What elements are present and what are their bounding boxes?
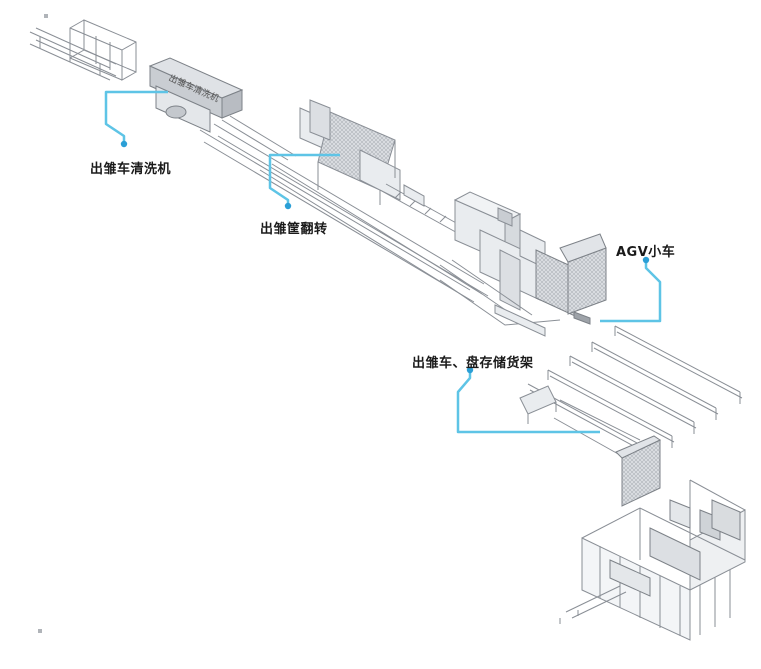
main-conveyor xyxy=(199,115,489,303)
infeed-frame-module xyxy=(69,19,137,81)
marker-dot xyxy=(38,629,42,633)
leader-dot-washer xyxy=(120,140,128,148)
callout-agv-label: AGV小车 xyxy=(616,245,676,260)
callout-storage-label: 出雏车、盘存储货架 xyxy=(412,356,534,371)
leader-dot-storage xyxy=(466,366,474,374)
marker-dot xyxy=(44,14,48,18)
agv-feed-conveyor xyxy=(439,259,561,337)
agv-panel-unit xyxy=(535,233,607,325)
flip-station xyxy=(299,99,401,205)
leader-flip xyxy=(268,153,340,204)
outfeed-rails xyxy=(559,585,627,624)
central-machine-cluster xyxy=(453,191,546,311)
leader-agv xyxy=(600,262,662,323)
washer-machine: 出雏车清洗机 xyxy=(148,57,244,133)
leader-storage xyxy=(456,372,600,434)
leader-washer xyxy=(104,90,168,142)
leader-dots xyxy=(120,140,650,374)
leader-lines xyxy=(104,90,662,434)
storage-racks xyxy=(527,325,743,462)
leader-dot-agv xyxy=(642,256,650,264)
storage-cart xyxy=(519,385,557,424)
enclosure-machinery xyxy=(609,499,741,597)
leader-dot-flip xyxy=(284,202,292,210)
callout-flip-label: 出雏筐翻转 xyxy=(260,222,328,237)
callout-washer-label: 出雏车清洗机 xyxy=(90,162,172,177)
tall-mesh-rack xyxy=(615,435,662,507)
